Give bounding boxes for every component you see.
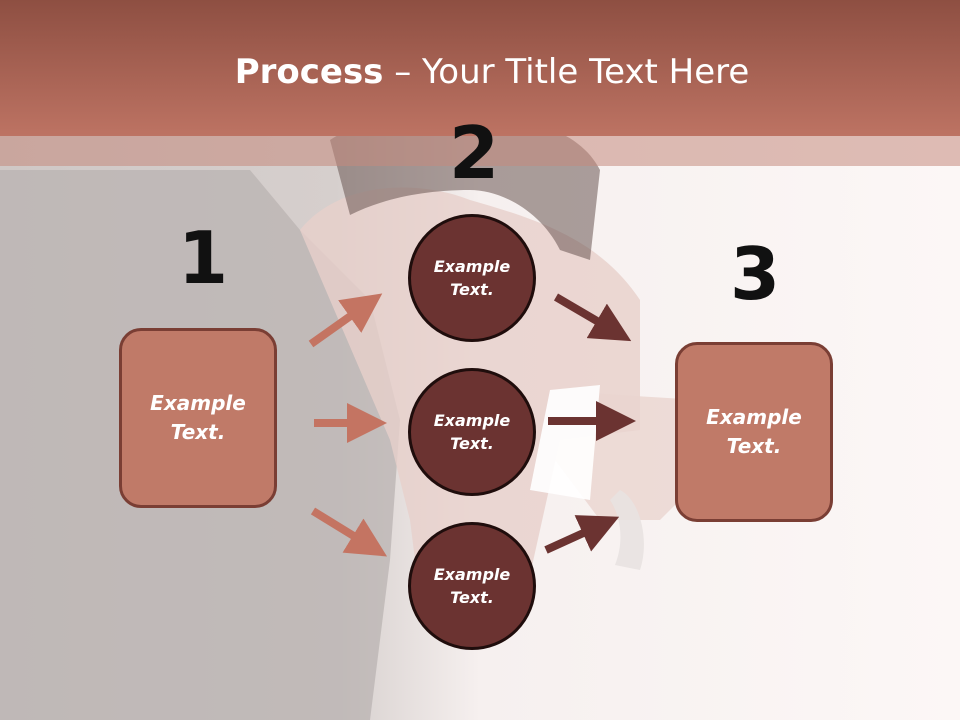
step-3-text-line1: Example: [706, 405, 802, 429]
step-3-text-line2: Text.: [726, 434, 782, 458]
arrow-1-to-top: [308, 293, 383, 348]
arrow-1-to-bottom: [310, 507, 388, 557]
step-3-box: Example Text.: [675, 342, 833, 522]
circle-middle-line1: Example: [433, 411, 511, 430]
step-1-text-line1: Example: [150, 391, 246, 415]
step-number-1: 1: [178, 216, 229, 300]
title-bold-part: Process: [234, 52, 384, 92]
title-rest-part: – Your Title Text Here: [383, 52, 750, 92]
slide-title: Process – Your Title Text Here: [0, 52, 960, 92]
step-2-circle-middle: Example Text.: [408, 368, 536, 496]
step-2-circle-top: Example Text.: [408, 214, 536, 342]
step-1-text-line2: Text.: [170, 420, 226, 444]
circle-bottom-line1: Example: [433, 565, 511, 584]
circle-top-line2: Text.: [450, 280, 494, 299]
circle-middle-line2: Text.: [450, 434, 494, 453]
circle-bottom-line2: Text.: [450, 588, 494, 607]
arrow-bottom-to-3: [544, 515, 620, 554]
step-number-3: 3: [730, 232, 781, 316]
step-number-2: 2: [449, 111, 500, 195]
arrow-top-to-3: [553, 293, 632, 342]
step-1-box: Example Text.: [119, 328, 277, 508]
circle-top-line1: Example: [433, 257, 511, 276]
step-2-circle-bottom: Example Text.: [408, 522, 536, 650]
